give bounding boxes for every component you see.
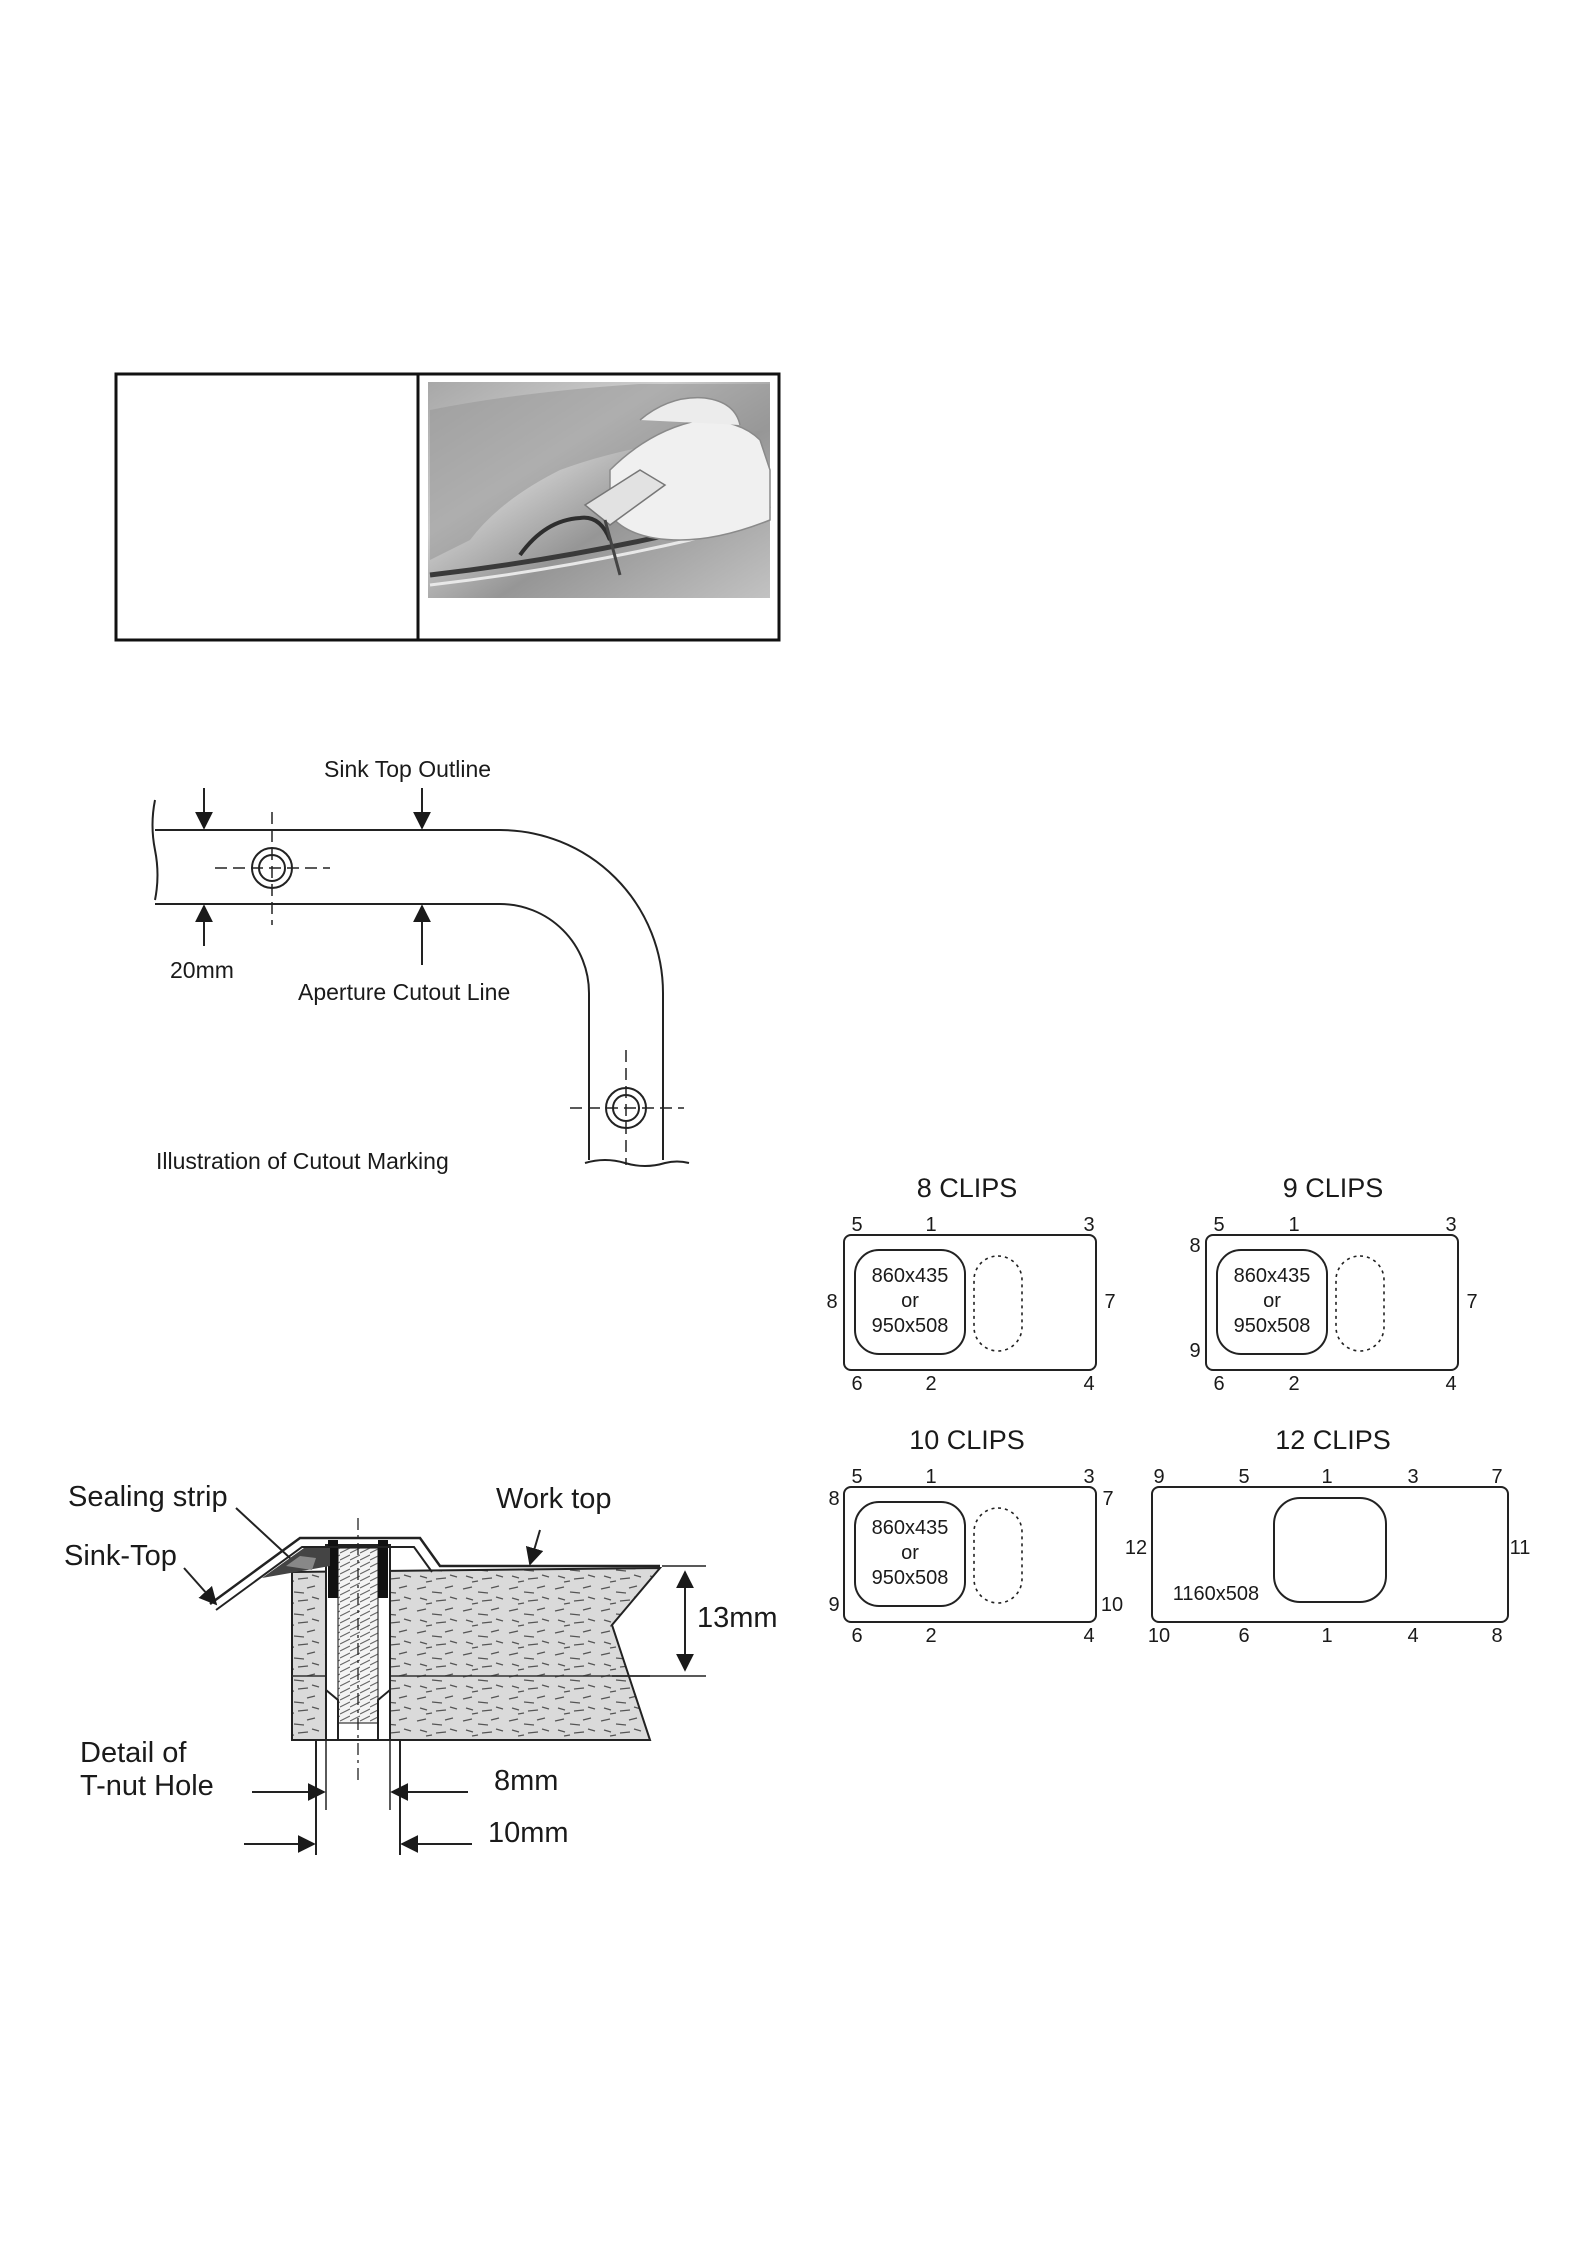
t-nut-section-diagram: Sealing strip Sink-Top Work top 13mm Det…	[64, 1481, 778, 1855]
clip-title-8: 8 CLIPS	[917, 1173, 1018, 1203]
clip-number: 9	[828, 1594, 839, 1616]
dim-13mm-label: 13mm	[697, 1602, 778, 1634]
clip-number: 6	[851, 1625, 862, 1647]
clip-title-12: 12 CLIPS	[1275, 1425, 1391, 1455]
upper-hole	[215, 812, 330, 925]
clip-title-9: 9 CLIPS	[1283, 1173, 1384, 1203]
cutout-marking-diagram: Sink Top Outline 20mm Aperture Cutout Li…	[151, 756, 690, 1174]
detail-label-line1: Detail of	[80, 1737, 187, 1769]
clip-number: 3	[1083, 1214, 1094, 1236]
bowl-size-line3: 950x508	[872, 1315, 949, 1337]
bowl-size-line3: 950x508	[1234, 1315, 1311, 1337]
photo-table	[114, 372, 781, 642]
bowl-size-line3: 950x508	[872, 1567, 949, 1589]
clip-number: 10	[1101, 1594, 1123, 1616]
clip-layout-12: 12 CLIPS 1160x508 9 5 1 3 7 12 11 10 6 1…	[1125, 1425, 1531, 1647]
clip-number: 5	[851, 1466, 862, 1488]
bowl-size-line1: 860x435	[872, 1265, 949, 1287]
work-top-label: Work top	[496, 1483, 612, 1515]
bowl-size-line1: 860x435	[1234, 1265, 1311, 1287]
clip-number: 7	[1466, 1291, 1477, 1313]
sink-top-outline-label: Sink Top Outline	[324, 756, 491, 782]
clip-number: 1	[1321, 1625, 1332, 1647]
cutout-caption: Illustration of Cutout Marking	[156, 1148, 449, 1174]
sink-top-label: Sink-Top	[64, 1540, 177, 1572]
clip-number: 2	[925, 1373, 936, 1395]
clip-number: 9	[1153, 1466, 1164, 1488]
clip-layout-10: 10 CLIPS 860x435 or 950x508 5 1 3 8 7 9 …	[828, 1425, 1123, 1647]
clip-number: 3	[1407, 1466, 1418, 1488]
sink-edge-photo	[428, 382, 771, 598]
clip-number: 11	[1510, 1537, 1531, 1559]
clip-number: 5	[1238, 1466, 1249, 1488]
clip-number: 4	[1445, 1373, 1456, 1395]
clip-number: 1	[1321, 1466, 1332, 1488]
clip-layout-8: 8 CLIPS 860x435 or 950x508 5 1 3 8 7 6 2…	[826, 1173, 1115, 1395]
clip-number: 12	[1125, 1537, 1147, 1559]
clip-number: 3	[1083, 1466, 1094, 1488]
clip-number: 3	[1445, 1214, 1456, 1236]
clip-number: 7	[1104, 1291, 1115, 1313]
bowl-size-line2: or	[1263, 1290, 1281, 1312]
bowl-size: 1160x508	[1173, 1583, 1259, 1605]
detail-label-line2: T-nut Hole	[80, 1770, 214, 1802]
lower-hole	[570, 1050, 684, 1165]
clip-number: 1	[925, 1466, 936, 1488]
clip-number: 10	[1148, 1625, 1170, 1647]
clip-layout-9: 9 CLIPS 860x435 or 950x508 5 1 3 8 7 9 6…	[1189, 1173, 1477, 1395]
bowl-size-line1: 860x435	[872, 1517, 949, 1539]
clip-number: 6	[1238, 1625, 1249, 1647]
clip-number: 2	[925, 1625, 936, 1647]
clip-number: 5	[851, 1214, 862, 1236]
clip-number: 5	[1213, 1214, 1224, 1236]
clip-number: 9	[1189, 1340, 1200, 1362]
clip-number: 4	[1083, 1373, 1094, 1395]
clip-number: 6	[851, 1373, 862, 1395]
dim-8mm-label: 8mm	[494, 1765, 558, 1797]
dim-10mm-label: 10mm	[488, 1817, 569, 1849]
clip-number: 1	[925, 1214, 936, 1236]
clip-number: 4	[1083, 1625, 1094, 1647]
clip-number: 8	[1189, 1235, 1200, 1257]
clip-number: 7	[1491, 1466, 1502, 1488]
clip-number: 4	[1407, 1625, 1418, 1647]
sealing-strip-label: Sealing strip	[68, 1481, 228, 1513]
bowl-size-line2: or	[901, 1290, 919, 1312]
clip-title-10: 10 CLIPS	[909, 1425, 1025, 1455]
clip-number: 1	[1288, 1214, 1299, 1236]
aperture-cutout-line-label: Aperture Cutout Line	[298, 979, 510, 1005]
dim-20mm-label: 20mm	[170, 957, 234, 983]
clip-number: 8	[1491, 1625, 1502, 1647]
clip-number: 8	[828, 1488, 839, 1510]
clip-number: 7	[1102, 1488, 1113, 1510]
clip-number: 2	[1288, 1373, 1299, 1395]
clip-number: 8	[826, 1291, 837, 1313]
bowl-size-line2: or	[901, 1542, 919, 1564]
clip-number: 6	[1213, 1373, 1224, 1395]
